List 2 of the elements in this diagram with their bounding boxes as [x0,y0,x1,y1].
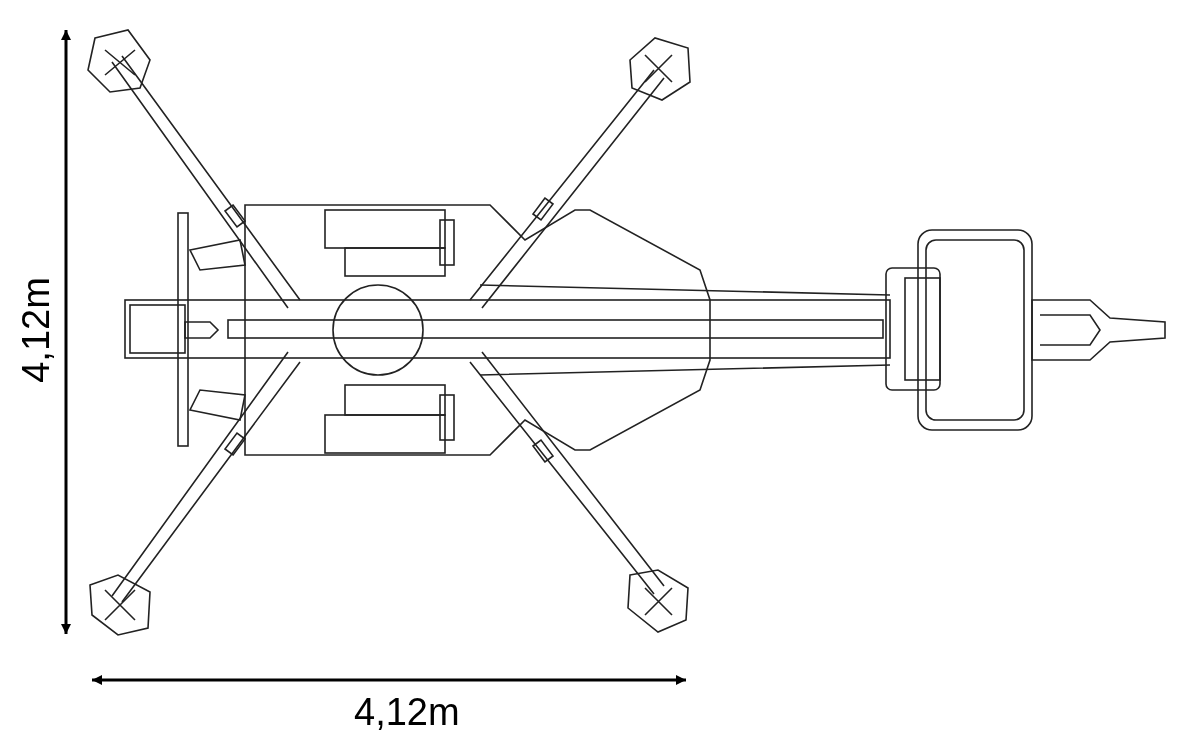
dimension-label: 4,12m [354,693,460,731]
dimension-label: 4,12m [16,277,55,383]
